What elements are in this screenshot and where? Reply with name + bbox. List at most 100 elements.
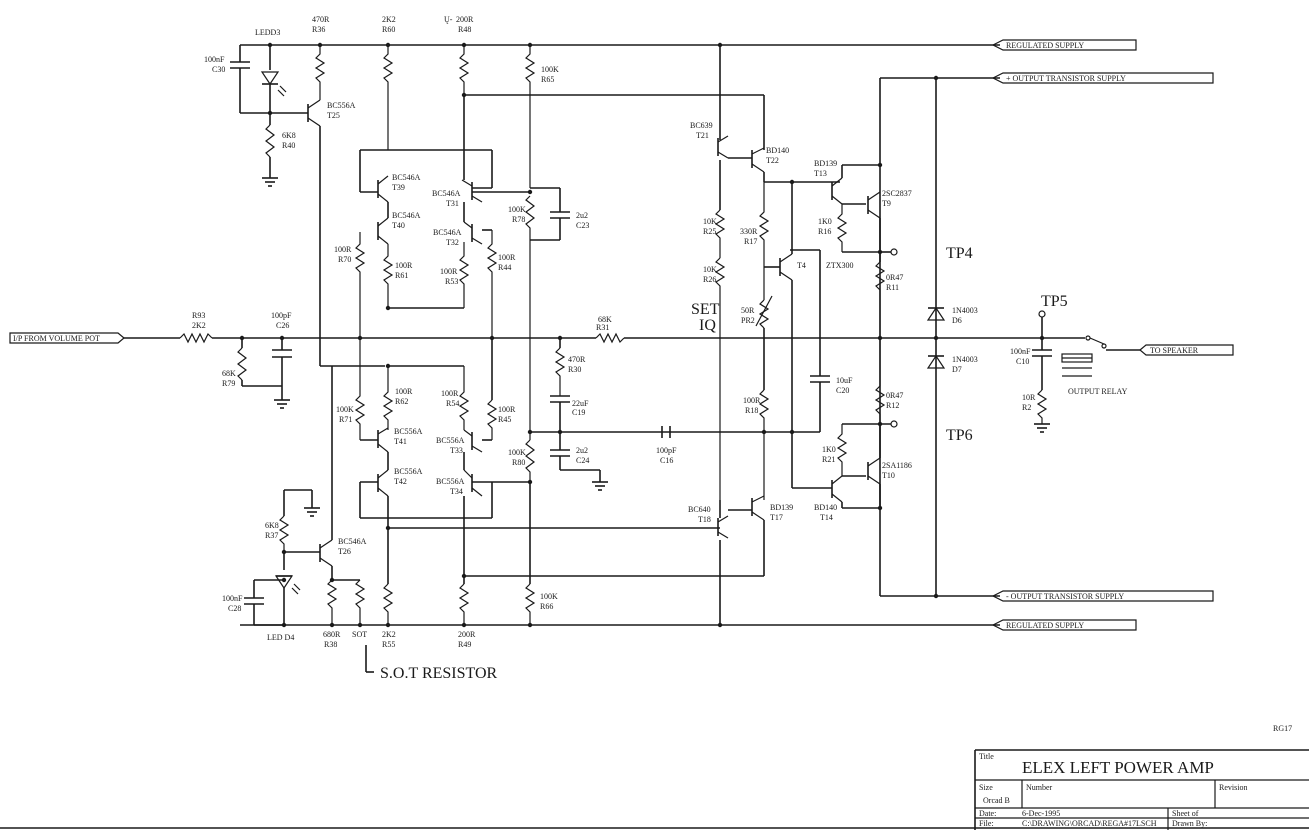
resistor-r60 bbox=[382, 45, 394, 150]
title-label: Title bbox=[979, 752, 994, 761]
t33-ref: T33 bbox=[450, 446, 463, 455]
r26-ref: R26 bbox=[703, 275, 716, 284]
test-point-tp4 bbox=[890, 248, 898, 256]
resistor-r37 bbox=[278, 515, 290, 552]
r11-ref: R11 bbox=[886, 283, 899, 292]
r31-ref: R31 bbox=[596, 323, 609, 332]
transistor-t25 bbox=[307, 99, 321, 127]
r31-value: 68K bbox=[598, 315, 612, 324]
resistor-r66 bbox=[524, 583, 536, 625]
c10-value: 100nF bbox=[1010, 347, 1031, 356]
r40-ref: R40 bbox=[282, 141, 295, 150]
sheet-label: Sheet of bbox=[1172, 809, 1199, 818]
r18-value: 100R bbox=[743, 396, 761, 405]
t26-ref: T26 bbox=[338, 547, 351, 556]
t21-ref: T21 bbox=[696, 131, 709, 140]
resistor-r36 bbox=[314, 45, 326, 100]
r44-ref: R44 bbox=[498, 263, 511, 272]
r12-value: 0R47 bbox=[886, 391, 903, 400]
r40-value: 6K8 bbox=[282, 131, 296, 140]
output-relay-label: OUTPUT RELAY bbox=[1068, 387, 1128, 396]
date-value: 6-Dec-1995 bbox=[1022, 809, 1060, 818]
resistor-r16 bbox=[836, 204, 848, 252]
sot-resistor-label: S.O.T RESISTOR bbox=[380, 665, 498, 682]
t31-ref: T31 bbox=[446, 199, 459, 208]
rail-flag-neg-output: - OUTPUT TRANSISTOR SUPPLY bbox=[991, 590, 1214, 602]
ztx-label: ZTX300 bbox=[826, 261, 854, 270]
c28-ref: C28 bbox=[228, 604, 241, 613]
t10-ref: T10 bbox=[882, 471, 895, 480]
pr2-value: 50R bbox=[741, 306, 755, 315]
r2-ref: R2 bbox=[1022, 403, 1031, 412]
d6-ref: D6 bbox=[952, 316, 962, 325]
led-d3-label: LEDD3 bbox=[255, 28, 280, 37]
r36-ref: R36 bbox=[312, 25, 325, 34]
c10-ref: C10 bbox=[1016, 357, 1029, 366]
t42-type: BC556A bbox=[394, 467, 423, 476]
c20-ref: C20 bbox=[836, 386, 849, 395]
led-d3 bbox=[260, 71, 287, 97]
rail-label: - OUTPUT TRANSISTOR SUPPLY bbox=[1006, 592, 1124, 601]
transistor-t21 bbox=[717, 135, 729, 159]
r66-ref: R66 bbox=[540, 602, 553, 611]
tp5-label: TP5 bbox=[1041, 293, 1068, 310]
resistor-r80 bbox=[525, 439, 535, 482]
ground-symbol bbox=[1034, 423, 1050, 433]
set-iq-line1: SET bbox=[691, 301, 720, 318]
r45-ref: R45 bbox=[498, 415, 511, 424]
c24-ref: C24 bbox=[576, 456, 589, 465]
r12-ref: R12 bbox=[886, 401, 899, 410]
t18-ref: T18 bbox=[698, 515, 711, 524]
sheet-code: RG17 bbox=[1273, 724, 1292, 733]
revision-label: Revision bbox=[1219, 783, 1247, 792]
t33-type: BC556A bbox=[436, 436, 465, 445]
t13-type: BD139 bbox=[814, 159, 837, 168]
speaker-flag: TO SPEAKER bbox=[1139, 344, 1234, 356]
c30-value: 100nF bbox=[204, 55, 225, 64]
rail-label: + OUTPUT TRANSISTOR SUPPLY bbox=[1006, 74, 1126, 83]
c23-value: 2u2 bbox=[576, 211, 588, 220]
date-label: Date: bbox=[979, 809, 996, 818]
resistor-r55 bbox=[382, 583, 394, 625]
r93-ref: R93 bbox=[192, 311, 205, 320]
transistor-t9 bbox=[867, 191, 881, 219]
r18-ref: R18 bbox=[745, 406, 758, 415]
resistor-r26 bbox=[714, 257, 726, 500]
t41-type: BC556A bbox=[394, 427, 423, 436]
t17-ref: T17 bbox=[770, 513, 783, 522]
r21-value: 1K0 bbox=[822, 445, 836, 454]
drawn-by-label: Drawn By: bbox=[1172, 819, 1207, 828]
ground-symbol bbox=[304, 507, 320, 517]
transistor-t40 bbox=[377, 217, 389, 245]
r30-value: 470R bbox=[568, 355, 586, 364]
r79-ref: R79 bbox=[222, 379, 235, 388]
file-value: C:\DRAWING\ORCAD\REGA#17LSCH bbox=[1022, 819, 1157, 828]
r48-value: 200R bbox=[456, 15, 474, 24]
output-relay bbox=[1061, 335, 1107, 377]
r80-ref: R80 bbox=[512, 458, 525, 467]
resistor-r93 bbox=[179, 332, 213, 344]
d7-type: 1N4003 bbox=[952, 355, 978, 364]
tp4-label: TP4 bbox=[946, 245, 973, 262]
t40-type: BC546A bbox=[392, 211, 421, 220]
r49-ref: R49 bbox=[458, 640, 471, 649]
t32-ref: T32 bbox=[446, 238, 459, 247]
resistor-r40 bbox=[265, 124, 275, 158]
r65-value: 100K bbox=[541, 65, 559, 74]
rail-flag-regulated-top: REGULATED SUPPLY bbox=[991, 39, 1137, 51]
c19-value: 22uF bbox=[572, 399, 589, 408]
r71-ref: R71 bbox=[339, 415, 352, 424]
resistor-r2 bbox=[1036, 389, 1048, 424]
resistor-r53 bbox=[458, 242, 470, 308]
r71-value: 100K bbox=[336, 405, 354, 414]
ground-symbol bbox=[274, 399, 290, 409]
r11-value: 0R47 bbox=[886, 273, 903, 282]
d6-type: 1N4003 bbox=[952, 306, 978, 315]
transistor-t33 bbox=[463, 429, 483, 453]
c30-ref: C30 bbox=[212, 65, 225, 74]
test-point-tp6 bbox=[890, 420, 898, 428]
t25-ref: T25 bbox=[327, 111, 340, 120]
transistor-t14 bbox=[831, 475, 843, 503]
transistor-t31 bbox=[461, 179, 483, 203]
